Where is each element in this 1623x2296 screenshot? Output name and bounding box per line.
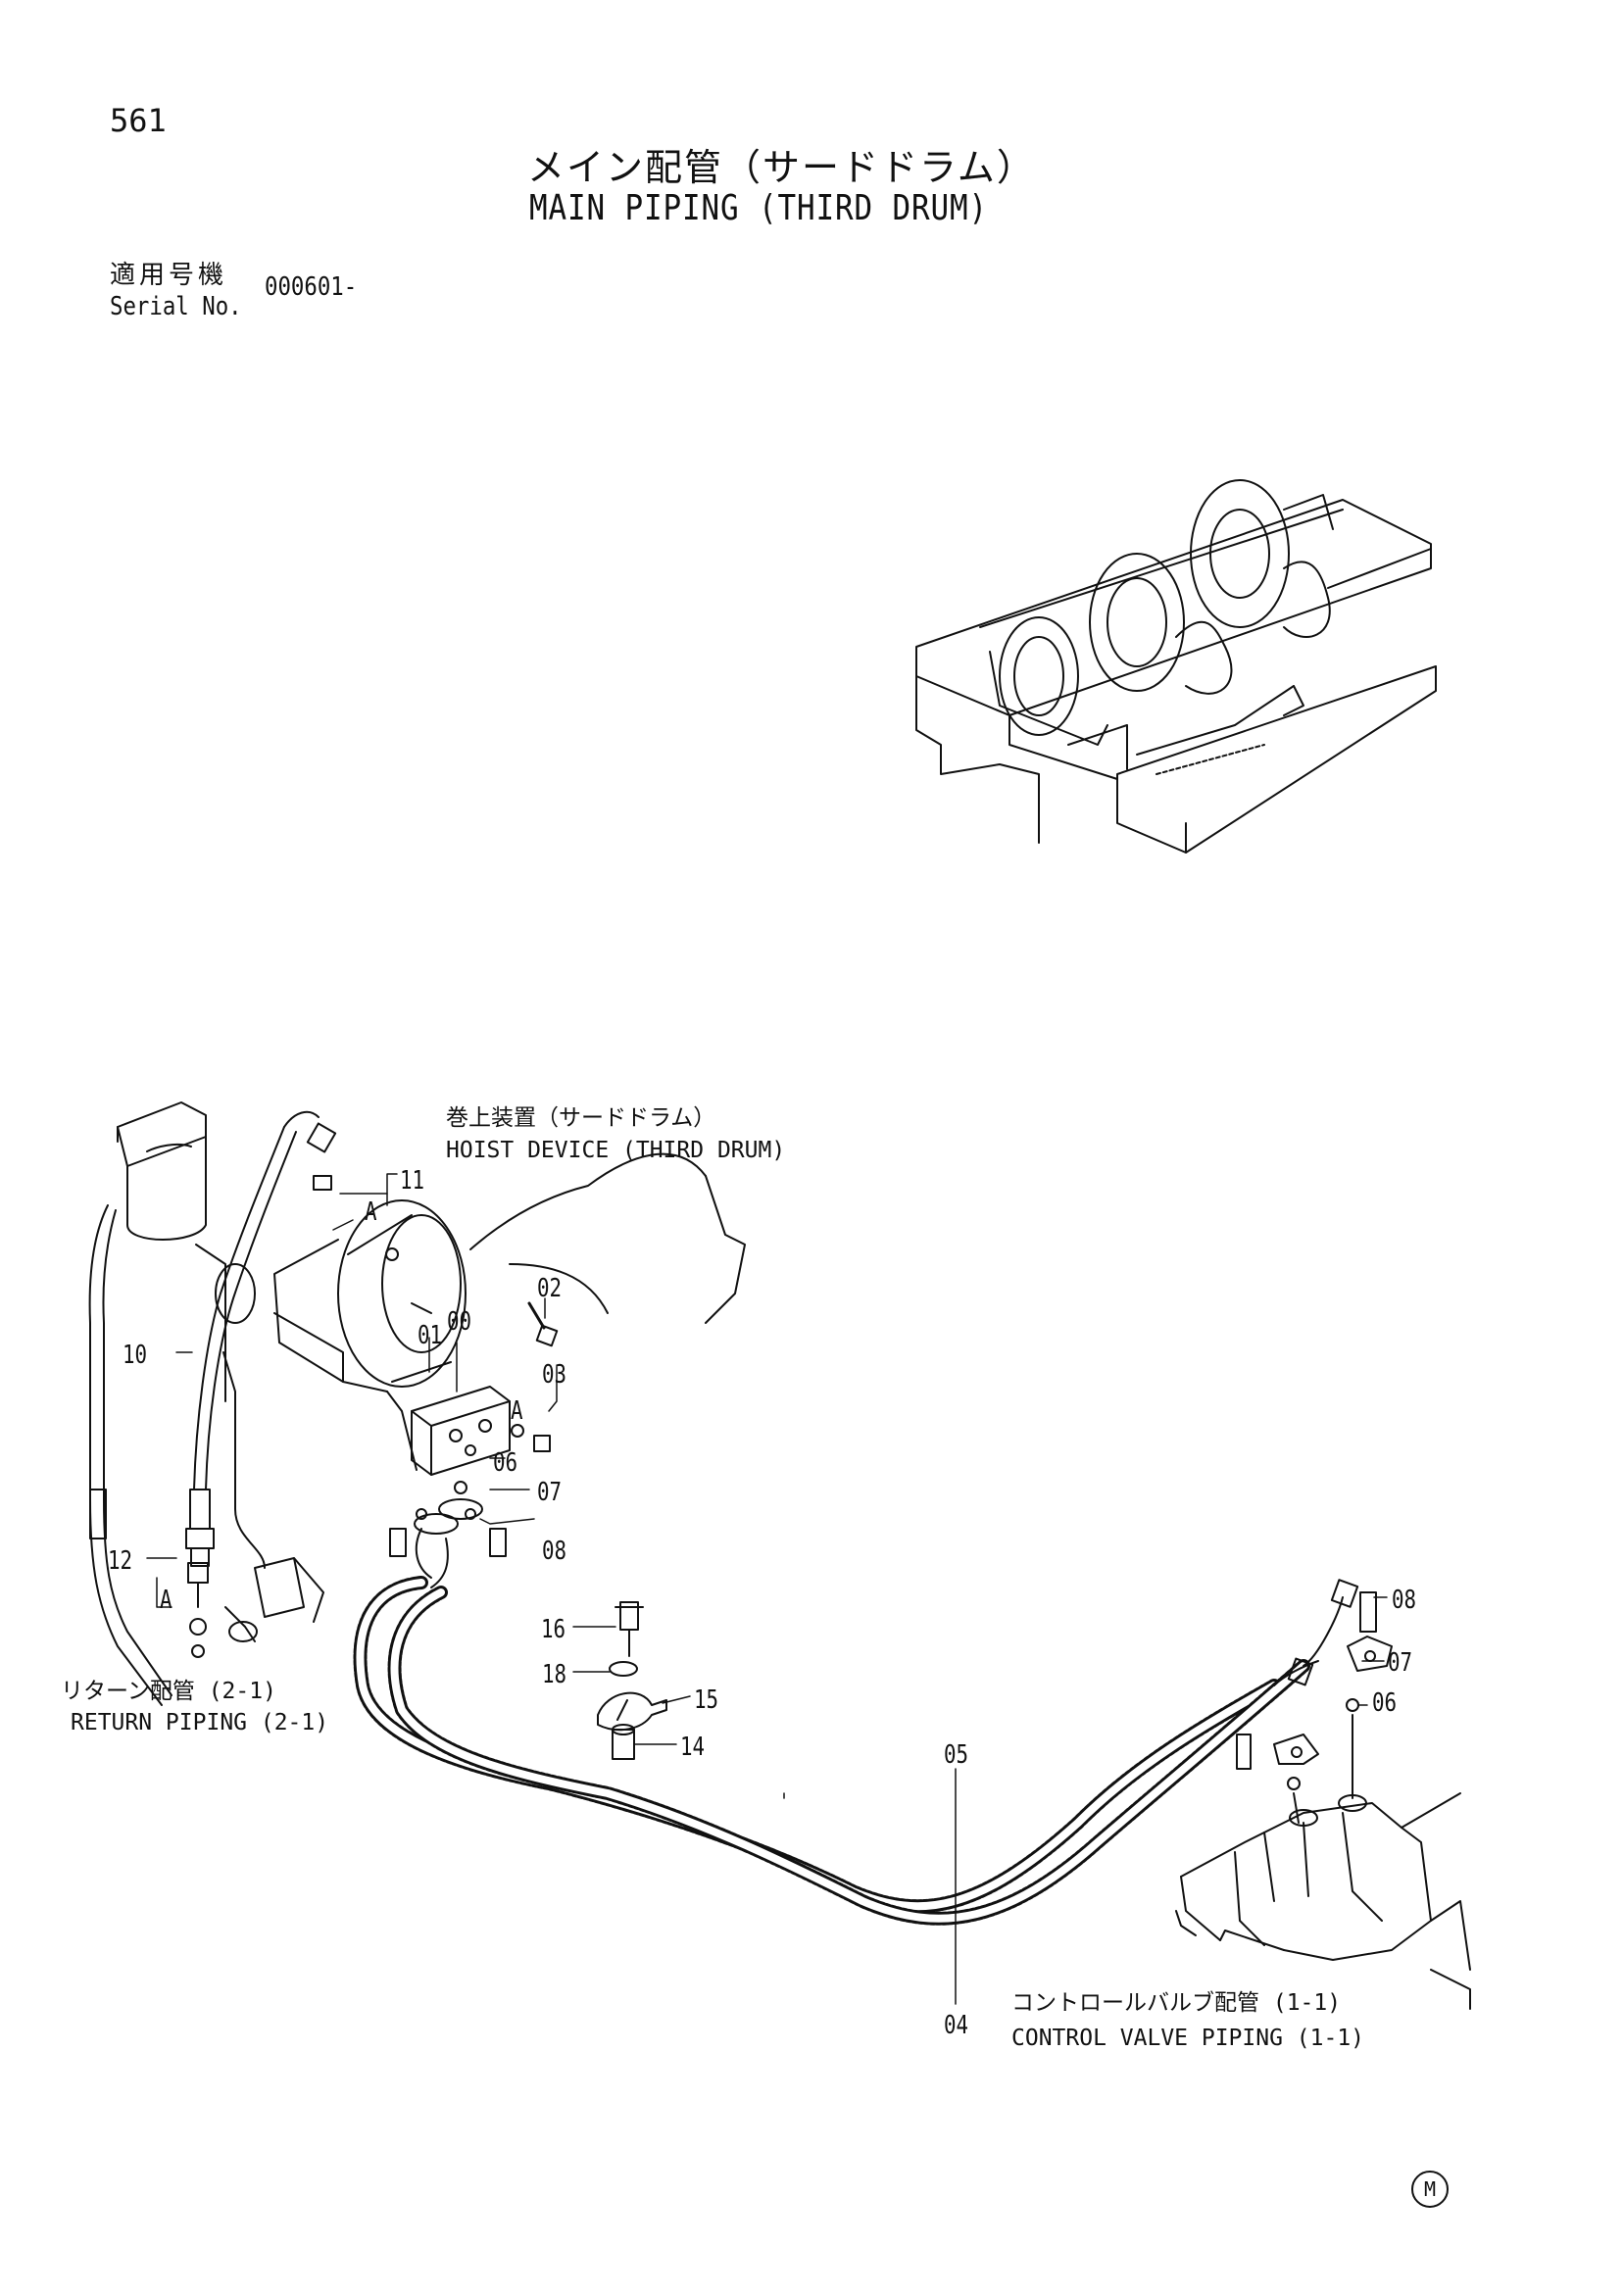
callout-03: 03 [542,1360,567,1390]
serial-label-japanese: 適用号機 [110,261,228,290]
callout-a-block: A [511,1396,523,1426]
callout-07-right: 07 [1388,1648,1413,1678]
callout-16: 16 [541,1615,566,1644]
callout-07-top: 07 [537,1478,563,1507]
callout-01: 01 [418,1321,443,1350]
valve-block-00-drawing [313,1175,559,1588]
control-valve-caption-jp: コントロールバルブ配管 (1-1) [1011,1990,1342,2016]
callout-08-top: 08 [542,1537,567,1566]
serial-label-english: Serial No. [110,292,242,321]
leader-lines [146,1173,1388,2005]
callout-00: 00 [447,1307,472,1337]
callout-02: 02 [537,1274,563,1303]
title-japanese: メイン配管（サードドラム） [527,146,1036,189]
hoist-device-caption-jp: 巻上装置（サードドラム） [446,1105,716,1131]
hoist-device-caption-en: HOIST DEVICE (THIRD DRUM) [446,1138,786,1163]
callout-15: 15 [694,1685,719,1715]
hoist-device-drawing [273,1152,746,1471]
callout-14: 14 [680,1733,706,1762]
callout-04: 04 [944,2011,969,2040]
return-filter-drawing [88,1101,324,1706]
hoses-04-05-drawing [353,1576,1359,1926]
callout-a-filter: A [160,1586,172,1615]
callout-06-right: 06 [1372,1688,1398,1718]
callout-08-right: 08 [1392,1586,1417,1615]
callout-11: 11 [400,1166,425,1196]
control-valve-caption-en: CONTROL VALVE PIPING (1-1) [1011,2026,1365,2051]
overview-inset-drawing [915,479,1437,854]
return-piping-caption-en: RETURN PIPING (2-1) [71,1710,329,1735]
serial-value: 000601- [265,272,358,302]
return-piping-caption-jp: リターン配管 (2-1) [61,1679,276,1704]
callout-12: 12 [108,1546,133,1576]
callout-10: 10 [123,1341,148,1370]
clamp-parts-drawing [597,1601,667,1760]
callout-05: 05 [944,1740,969,1770]
hose-10-drawing [185,1110,337,1658]
page-number: 561 [110,102,167,139]
footer-circled-mark: M [1411,2171,1449,2208]
callout-a-hoist: A [365,1197,377,1227]
control-valve-drawing [1175,1591,1471,2010]
callout-06-top: 06 [493,1448,518,1478]
callout-18: 18 [542,1660,567,1689]
title-english: MAIN PIPING (THIRD DRUM) [529,188,988,228]
